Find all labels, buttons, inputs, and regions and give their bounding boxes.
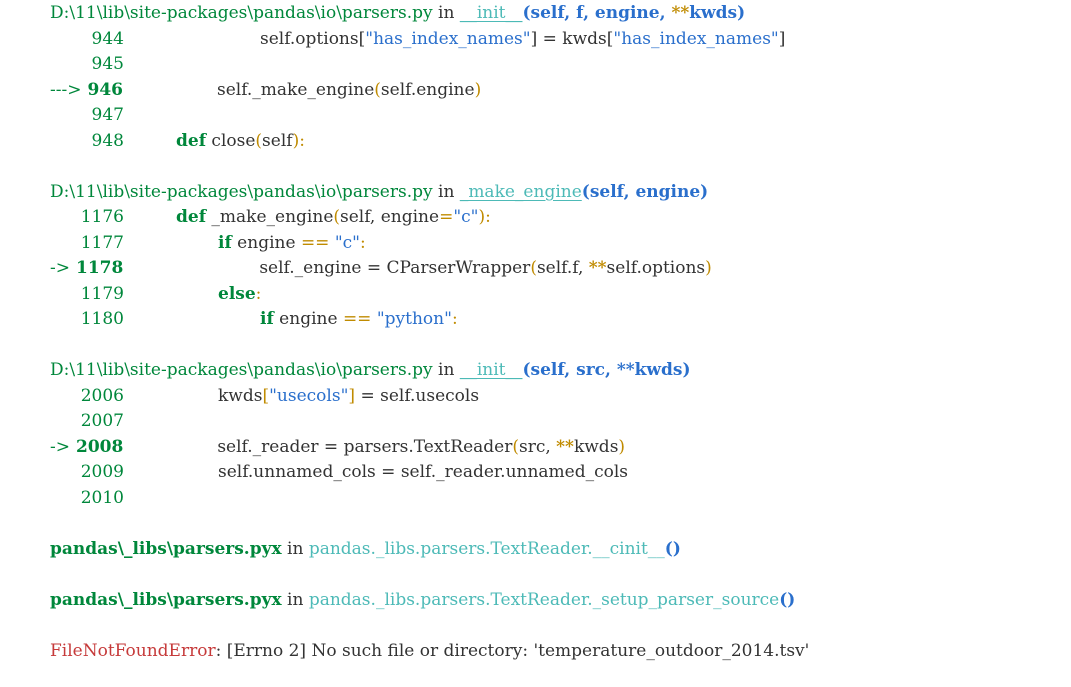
error-separator: : xyxy=(215,641,222,661)
current-line-arrow: -> xyxy=(50,258,70,278)
frame-in: in xyxy=(438,182,455,202)
frame-function: __init__ xyxy=(459,3,523,23)
line-number: 2006 xyxy=(80,386,124,406)
code-line: 2007 xyxy=(50,410,124,432)
line-number: 947 xyxy=(91,105,124,125)
frame-header: D:\11\lib\site-packages\pandas\io\parser… xyxy=(50,181,708,203)
code-line: 945 xyxy=(50,53,124,75)
frame-path: D:\11\lib\site-packages\pandas\io\parser… xyxy=(50,3,433,23)
line-number: 1177 xyxy=(80,233,124,253)
line-number: 1180 xyxy=(80,309,124,329)
frame-function: pandas._libs.parsers.TextReader.__cinit_… xyxy=(308,539,665,559)
frame-args: () xyxy=(664,539,681,559)
line-number: 2008 xyxy=(76,437,124,457)
line-number: 2009 xyxy=(80,462,124,482)
error-type: FileNotFoundError xyxy=(50,641,216,661)
frame-header: pandas\_libs\parsers.pyx in pandas._libs… xyxy=(50,538,681,560)
line-number: 944 xyxy=(91,29,124,49)
frame-args: (self, f, engine, **kwds) xyxy=(522,3,746,23)
frame-args: () xyxy=(779,590,796,610)
current-line-arrow: ---> xyxy=(50,80,82,100)
frame-header: D:\11\lib\site-packages\pandas\io\parser… xyxy=(50,2,745,24)
frame-function: __init__ xyxy=(459,360,523,380)
frame-path: pandas\_libs\parsers.pyx xyxy=(50,590,282,610)
frame-in: in xyxy=(287,590,304,610)
line-number: 1176 xyxy=(80,207,124,227)
line-number: 2010 xyxy=(80,488,124,508)
code-line: 947 xyxy=(50,104,124,126)
line-number: 946 xyxy=(87,80,123,100)
current-line-arrow: -> xyxy=(50,437,70,457)
line-number: 945 xyxy=(91,54,124,74)
frame-path: pandas\_libs\parsers.pyx xyxy=(50,539,282,559)
frame-in: in xyxy=(438,3,455,23)
code-line: 2010 xyxy=(50,487,124,509)
frame-args: (self, engine) xyxy=(581,182,709,202)
frame-path: D:\11\lib\site-packages\pandas\io\parser… xyxy=(50,360,433,380)
frame-in: in xyxy=(287,539,304,559)
frame-in: in xyxy=(438,360,455,380)
line-number: 948 xyxy=(91,131,124,151)
frame-function: pandas._libs.parsers.TextReader._setup_p… xyxy=(308,590,780,610)
frame-function: _make_engine xyxy=(459,182,582,202)
error-message: [Errno 2] No such file or directory: 'te… xyxy=(221,641,810,661)
line-number: 2007 xyxy=(80,411,124,431)
frame-path: D:\11\lib\site-packages\pandas\io\parser… xyxy=(50,182,433,202)
frame-header: D:\11\lib\site-packages\pandas\io\parser… xyxy=(50,359,691,381)
frame-header: pandas\_libs\parsers.pyx in pandas._libs… xyxy=(50,589,795,611)
frame-args: (self, src, **kwds) xyxy=(522,360,691,380)
line-number: 1179 xyxy=(80,284,124,304)
error-line: FileNotFoundError: [Errno 2] No such fil… xyxy=(50,640,809,662)
line-number: 1178 xyxy=(76,258,124,278)
